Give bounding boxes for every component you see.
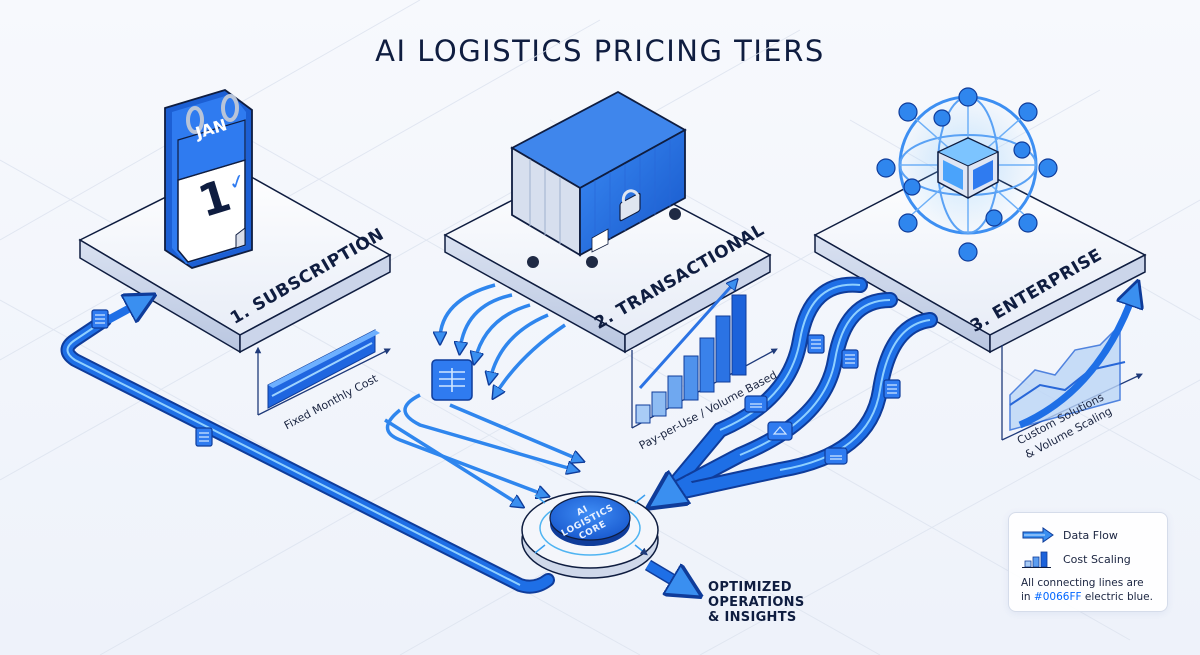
legend-item-cost-scaling: Cost Scaling [1021,547,1157,571]
document-icon [91,309,109,329]
document-icon [195,427,213,447]
data-packet-icon [824,447,848,465]
document-icon [841,349,859,369]
fixed-cost-chart [254,329,391,416]
document-icon [807,334,825,354]
truck-packet-icon [767,421,793,441]
subscription-data-flow [60,300,555,594]
output-label: OPTIMIZED OPERATIONS & INSIGHTS [708,580,805,625]
bar-chart-icon [1022,551,1051,568]
legend: Data Flow Cost Scaling All connecting li… [1008,512,1168,612]
volume-based-chart [631,282,778,429]
ai-logistics-core [521,491,659,579]
legend-item-data-flow: Data Flow [1021,523,1157,547]
database-hub-icon [431,359,473,401]
page-title: AI LOGISTICS PRICING TIERS [375,34,825,68]
arrow-right-icon [1022,527,1054,543]
accent-hex: #0066FF [1033,591,1082,603]
document-icon [883,379,901,399]
platform-enterprise [813,159,1147,354]
network-sphere-icon [876,87,1058,262]
calendar-icon [164,89,253,269]
legend-note: All connecting lines are in #0066FF elec… [1021,577,1153,603]
output-arrow [644,559,690,590]
transactional-data-flow [384,283,580,505]
volume-scaling-chart [1001,290,1140,441]
shipping-container-icon [510,90,687,268]
data-packet-icon [744,395,768,413]
